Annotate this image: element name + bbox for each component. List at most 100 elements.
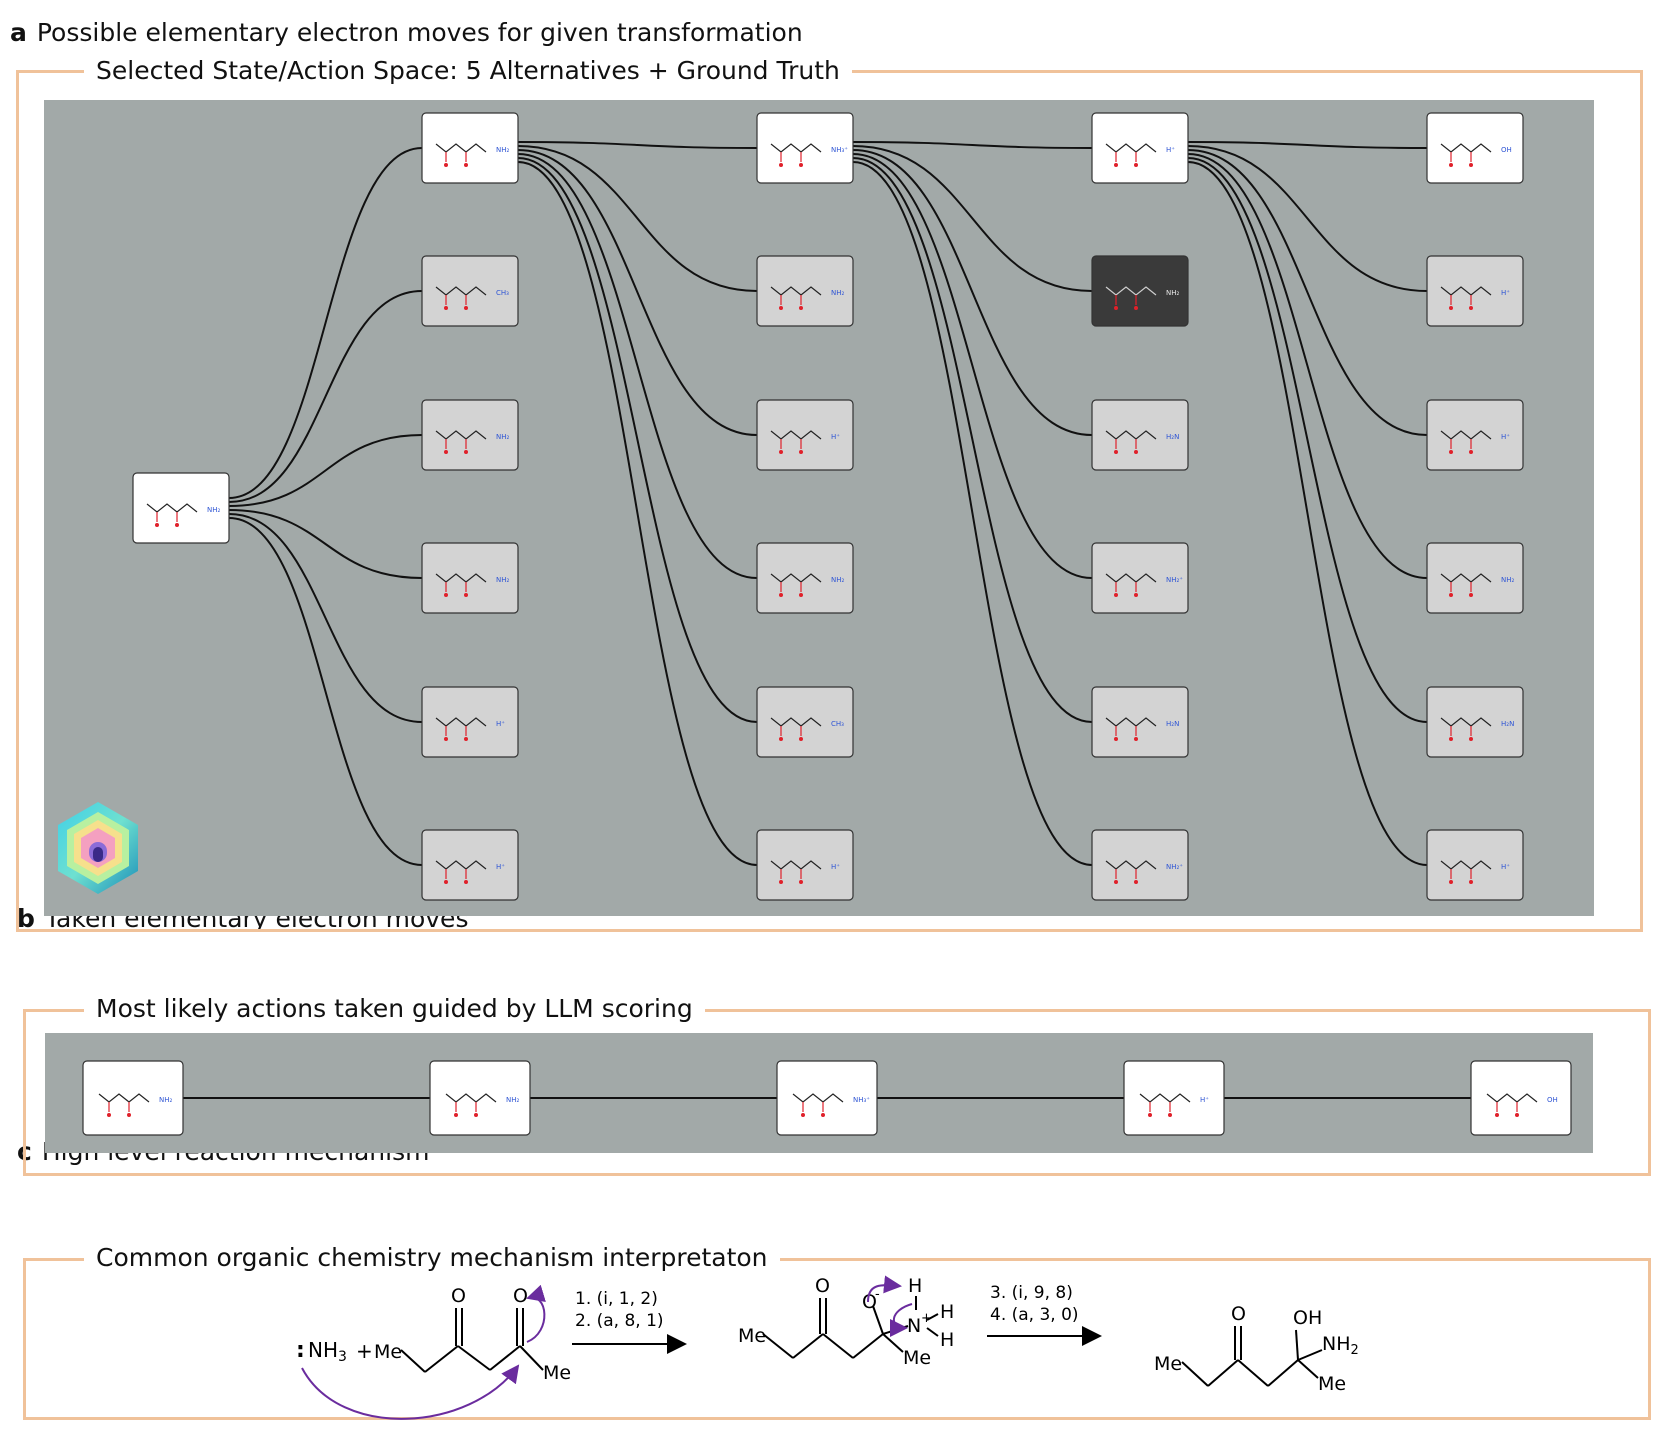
path-node-5[interactable]: OH	[1470, 1060, 1572, 1136]
tree-edge	[1187, 141, 1428, 149]
oxygen-atom	[1114, 880, 1118, 884]
curly-arrow-carbonyl	[526, 1284, 546, 1343]
state-node-c4-r2[interactable]: H⁺	[1426, 255, 1524, 327]
state-node-c3-r3[interactable]: H₂N	[1091, 399, 1189, 471]
oxygen-atom	[1134, 593, 1138, 597]
intermediate-h-top: H	[908, 1275, 922, 1297]
molecule-label: NH₃⁺	[853, 1096, 870, 1104]
intermediate-o-alkoxide: O	[862, 1291, 877, 1313]
product-nh2-subscript: 2	[1351, 1343, 1359, 1358]
molecule-skeleton	[98, 1093, 150, 1103]
oxygen-atom	[1114, 306, 1118, 310]
state-node-c4-r6[interactable]: H⁺	[1426, 829, 1524, 901]
state-node-c2-r5[interactable]: CH₃	[756, 686, 854, 758]
frame-c	[23, 1258, 1651, 1420]
state-node-c3-r6[interactable]: NH₂⁺	[1091, 829, 1189, 901]
state-node-c2-r1[interactable]: NH₃⁺	[756, 112, 854, 184]
section-b-letter: b	[17, 904, 35, 933]
molecule-label: NH₂	[496, 433, 510, 441]
oxygen-atom	[175, 523, 179, 527]
oxygen-atom	[1449, 306, 1453, 310]
path-node-4[interactable]: H⁺	[1123, 1060, 1225, 1136]
tree-edge	[517, 145, 758, 292]
state-node-c2-r2[interactable]: NH₂	[756, 255, 854, 327]
path-node-1[interactable]: NH₂	[82, 1060, 184, 1136]
state-node-c2-r6[interactable]: H⁺	[756, 829, 854, 901]
reactant-ammonia: : NH3 +	[296, 1338, 373, 1365]
frame-c-label: Common organic chemistry mechanism inter…	[84, 1243, 780, 1272]
molecule-label: CH₃	[496, 289, 509, 297]
state-node-c3-r1[interactable]: H⁺	[1091, 112, 1189, 184]
state-node-c1-r2[interactable]: CH₃	[421, 255, 519, 327]
state-node-c3-r4[interactable]: NH₂⁺	[1091, 542, 1189, 614]
oxygen-atom	[779, 450, 783, 454]
intermediate-o-charge: -	[875, 1287, 880, 1302]
molecule-skeleton	[1440, 573, 1492, 583]
oxygen-atom	[464, 880, 468, 884]
state-node-c3-r5[interactable]: H₂N	[1091, 686, 1189, 758]
frame-b	[23, 1009, 1651, 1176]
tree-edge	[852, 141, 1093, 149]
state-node-c4-r3[interactable]: H⁺	[1426, 399, 1524, 471]
arrow1-step1: 1. (i, 1, 2)	[575, 1289, 658, 1309]
curly-arrow-nucleophile	[301, 1364, 520, 1420]
molecule-label: H⁺	[831, 863, 840, 871]
state-node-c4-r5[interactable]: H₂N	[1426, 686, 1524, 758]
tree-edge	[517, 149, 758, 436]
molecule-skeleton	[1440, 717, 1492, 727]
molecule-skeleton	[1440, 430, 1492, 440]
state-node-c1-r6[interactable]: H⁺	[421, 829, 519, 901]
path-node-2[interactable]: NH₂	[429, 1060, 531, 1136]
oxygen-atom	[464, 450, 468, 454]
product-oh: OH	[1293, 1307, 1322, 1329]
tree-edge	[517, 161, 758, 866]
intermediate-me-left: Me	[738, 1325, 766, 1347]
path-node-3[interactable]: NH₃⁺	[776, 1060, 878, 1136]
state-node-c3-r2[interactable]: NH₂	[1091, 255, 1189, 327]
molecule-skeleton	[435, 286, 487, 296]
molecule-skeleton	[792, 1093, 844, 1103]
tree-edge	[1187, 161, 1428, 866]
molecule-label: NH₂	[159, 1096, 173, 1104]
state-node-c1-r3[interactable]: NH₂	[421, 399, 519, 471]
molecule-skeleton	[435, 143, 487, 153]
molecule-label: H⁺	[1166, 146, 1175, 154]
state-node-c2-r3[interactable]: H⁺	[756, 399, 854, 471]
oxygen-atom	[464, 593, 468, 597]
arrow2-step3: 3. (i, 9, 8)	[990, 1283, 1073, 1303]
molecule-label: NH₂	[207, 506, 221, 514]
oxygen-atom	[1469, 737, 1473, 741]
state-node-c4-r1[interactable]: OH	[1426, 112, 1524, 184]
molecule-skeleton	[1440, 860, 1492, 870]
state-node-c1-r4[interactable]: NH₂	[421, 542, 519, 614]
hexagon-logo-icon	[58, 802, 138, 894]
intermediate-o-carbonyl: O	[815, 1275, 830, 1297]
molecule-label: NH₂	[831, 576, 845, 584]
oxygen-atom	[779, 306, 783, 310]
oxygen-atom	[799, 593, 803, 597]
tree-edge	[852, 161, 1093, 866]
molecule-label: H⁺	[831, 433, 840, 441]
root-state-node[interactable]: NH₂	[132, 472, 230, 544]
state-node-c1-r5[interactable]: H⁺	[421, 686, 519, 758]
tree-edge	[1187, 157, 1428, 723]
svg-text:NH3: NH3	[308, 1338, 347, 1365]
oxygen-atom	[1495, 1113, 1499, 1117]
oxygen-atom	[1449, 163, 1453, 167]
product-nh2: NH	[1322, 1333, 1351, 1355]
oxygen-atom	[799, 163, 803, 167]
oxygen-atom	[1449, 593, 1453, 597]
state-node-c2-r4[interactable]: NH₂	[756, 542, 854, 614]
tree-edge	[1187, 149, 1428, 436]
tree-edge	[852, 145, 1093, 292]
oxygen-atom	[1168, 1113, 1172, 1117]
molecule-label: H⁺	[1200, 1096, 1209, 1104]
state-node-c4-r4[interactable]: NH₂	[1426, 542, 1524, 614]
oxygen-atom	[1469, 163, 1473, 167]
path-nodes: NH₂ NH₂ NH₃⁺ H⁺ OH	[82, 1060, 1572, 1136]
oxygen-atom	[799, 450, 803, 454]
tree-edge	[852, 157, 1093, 723]
oxygen-atom	[1469, 880, 1473, 884]
molecule-skeleton	[435, 573, 487, 583]
state-node-c1-r1[interactable]: NH₂	[421, 112, 519, 184]
